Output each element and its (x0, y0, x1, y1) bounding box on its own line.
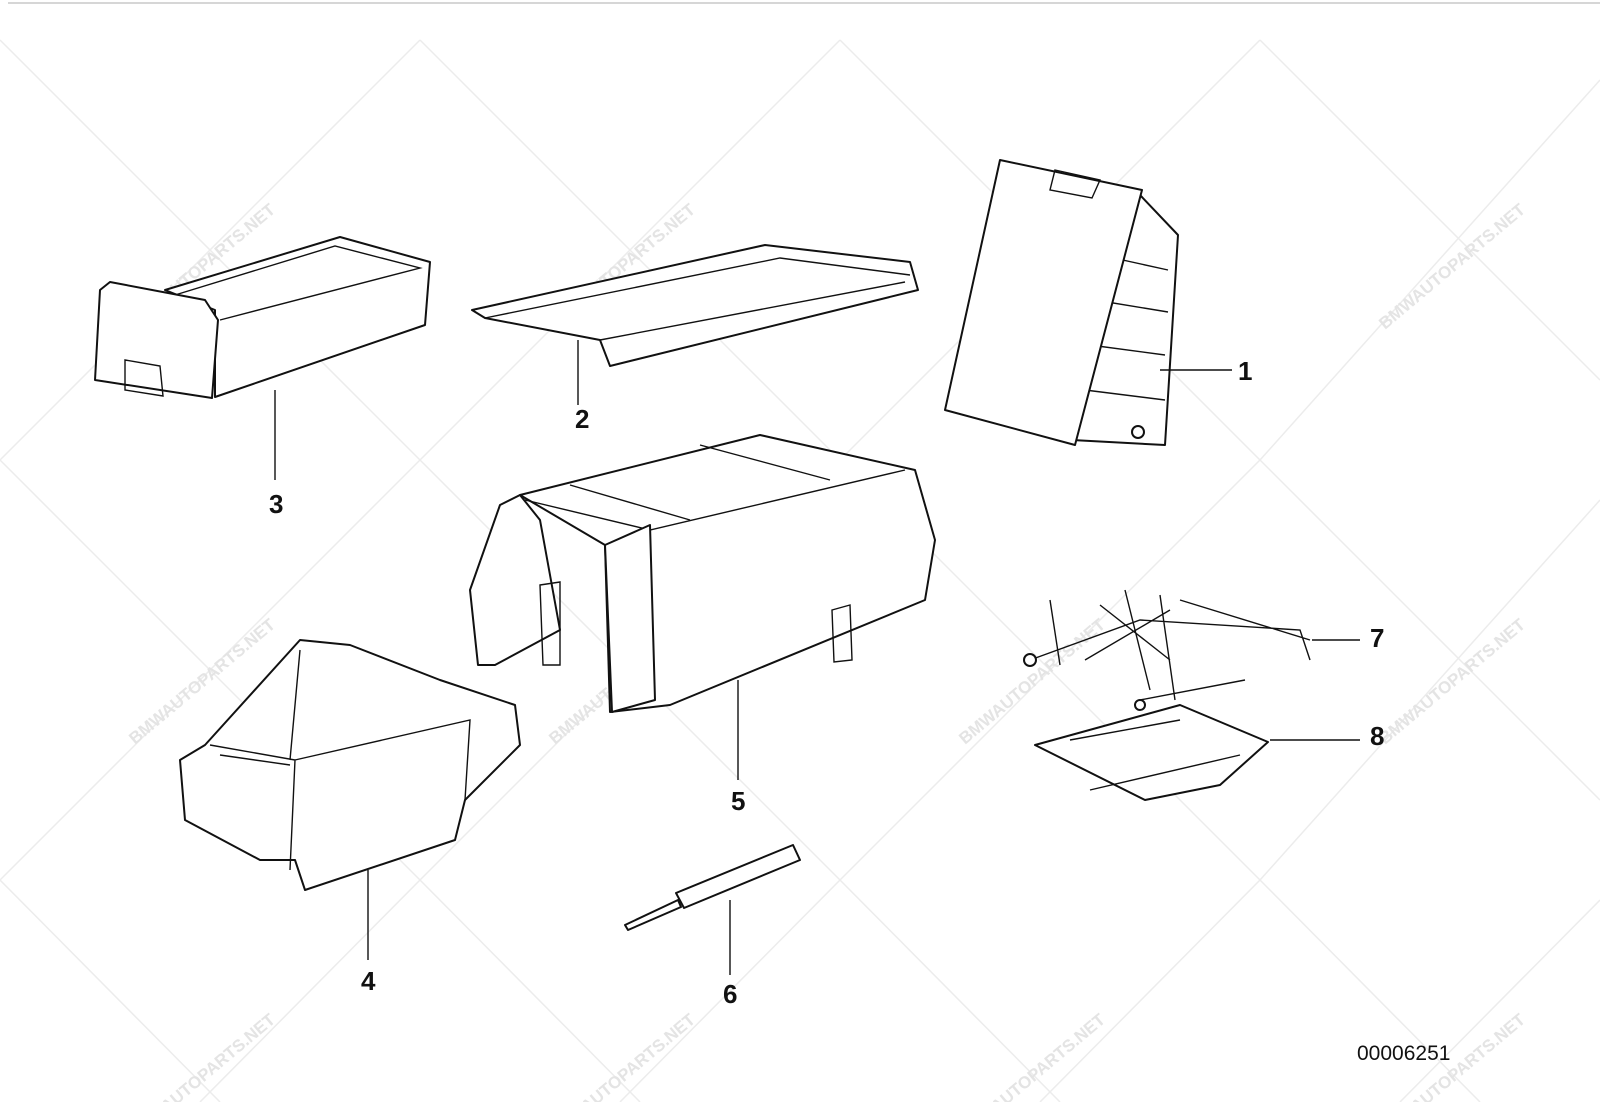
watermark: BMWAUTOPARTS.NET (1375, 615, 1529, 749)
part-6-pin[interactable] (624, 844, 801, 931)
callouts: 1 2 3 4 5 6 7 8 (269, 340, 1384, 1009)
callout-6[interactable]: 6 (723, 979, 737, 1009)
callout-2[interactable]: 2 (575, 404, 589, 434)
watermark: BMWAUTOPARTS.NET (545, 1010, 699, 1102)
part-3-tray[interactable] (94, 236, 431, 399)
callout-4[interactable]: 4 (361, 966, 376, 996)
callout-1[interactable]: 1 (1238, 356, 1252, 386)
part-7-frame[interactable] (1023, 589, 1311, 711)
part-4-bracket[interactable] (179, 639, 521, 891)
watermark: BMWAUTOPARTS.NET (955, 615, 1109, 749)
diagram-reference-number: 00006251 (1357, 1042, 1451, 1065)
part-1-lid[interactable] (944, 159, 1179, 446)
callout-3[interactable]: 3 (269, 489, 283, 519)
top-divider (8, 2, 1600, 4)
callout-7[interactable]: 7 (1370, 623, 1384, 653)
part-2-armrest-cover[interactable] (471, 244, 919, 367)
part-8-plate[interactable] (1034, 704, 1269, 801)
watermark: BMWAUTOPARTS.NET (1375, 200, 1529, 334)
callout-8[interactable]: 8 (1370, 721, 1384, 751)
watermark: BMWAUTOPARTS.NET (125, 1010, 279, 1102)
callout-5[interactable]: 5 (731, 786, 745, 816)
part-5-center-console[interactable] (469, 434, 936, 713)
